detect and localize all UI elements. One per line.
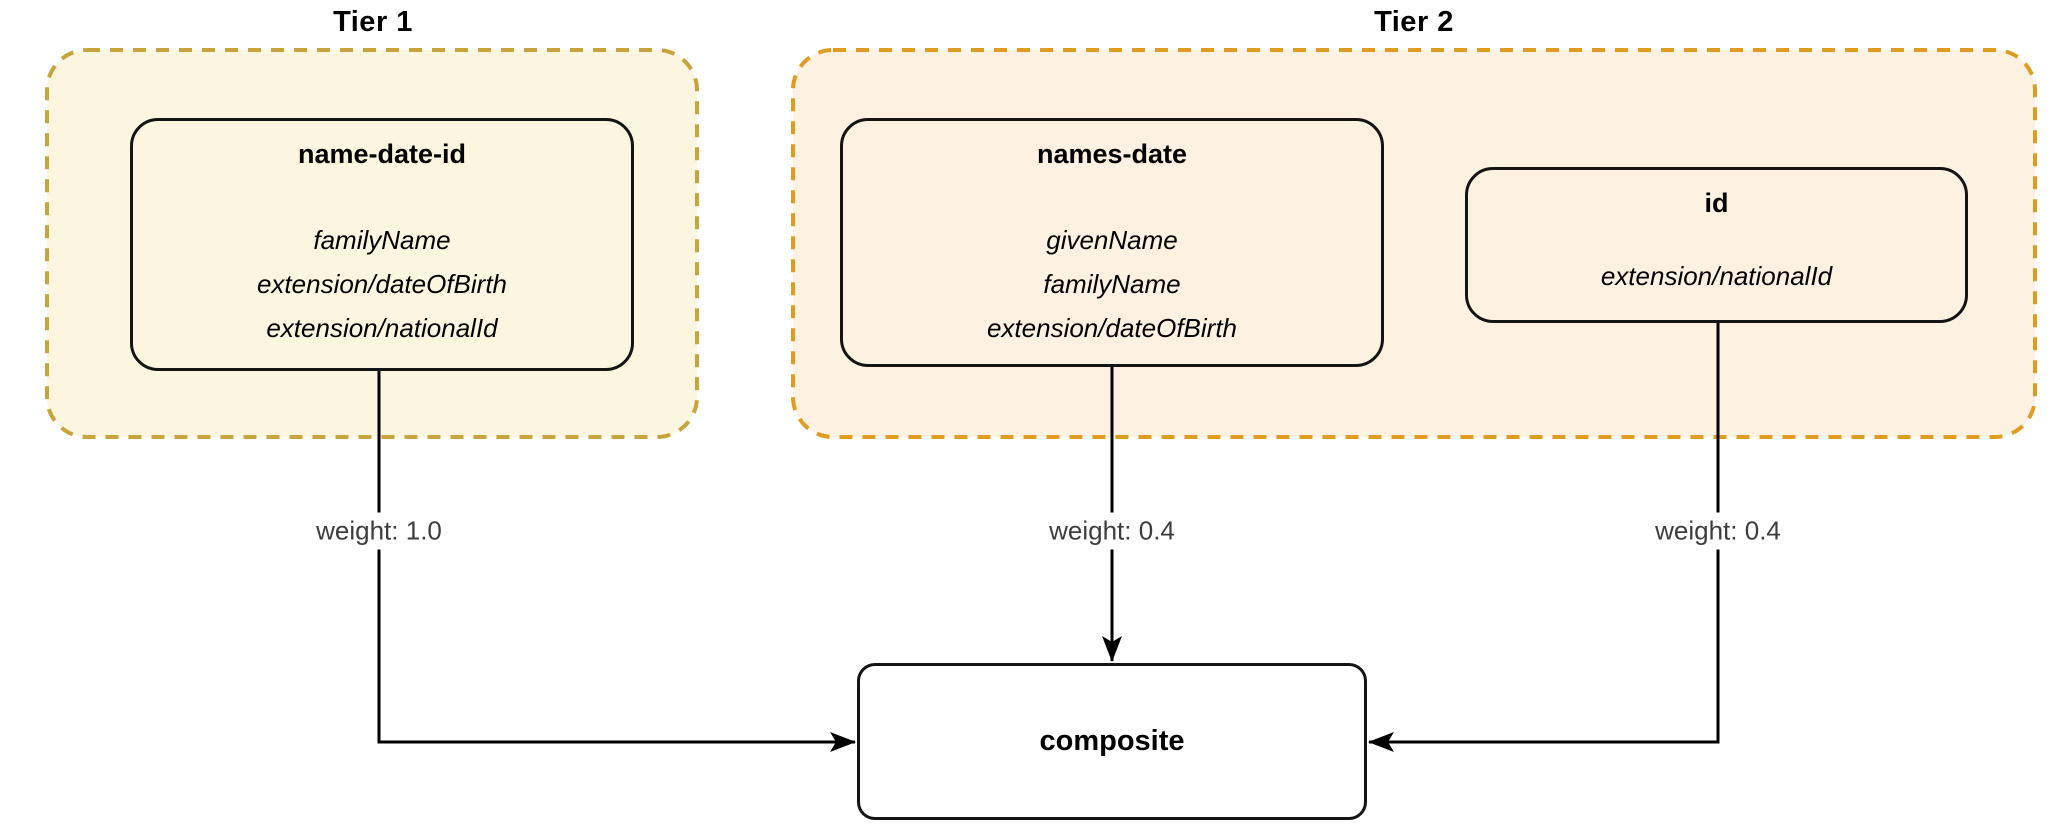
node-field: extension/dateOfBirth (986, 313, 1238, 343)
tier2-label: Tier 2 (1374, 6, 1454, 38)
node-field: extension/nationalId (266, 313, 498, 343)
node-field: givenName (1046, 225, 1178, 255)
node-field: extension/nationalId (1600, 261, 1833, 291)
tier1-label: Tier 1 (333, 6, 413, 38)
edge-name-date-id-to-composite (377, 371, 856, 752)
edge-id-to-composite (1368, 323, 1720, 752)
node-title: name-date-id (297, 139, 467, 169)
node-field-list: familyName extension/dateOfBirth extensi… (133, 218, 631, 350)
node-id: id extension/nationalId (1465, 167, 1968, 323)
edge-weight-label: weight: 0.4 (1041, 512, 1183, 550)
node-title: id (1704, 188, 1729, 218)
edge-weight-label: weight: 0.4 (1647, 512, 1789, 550)
node-field: familyName (1043, 269, 1181, 299)
node-field-list: givenName familyName extension/dateOfBir… (843, 218, 1381, 350)
node-name-date-id: name-date-id familyName extension/dateOf… (130, 118, 634, 371)
node-field: extension/dateOfBirth (256, 269, 508, 299)
node-field: familyName (313, 225, 451, 255)
node-names-date: names-date givenName familyName extensio… (840, 118, 1384, 367)
edge-weight-label: weight: 1.0 (308, 512, 450, 550)
node-field-list: extension/nationalId (1468, 254, 1965, 298)
node-title: names-date (1036, 139, 1188, 169)
node-title: composite (1039, 725, 1185, 757)
node-composite: composite (857, 663, 1367, 820)
